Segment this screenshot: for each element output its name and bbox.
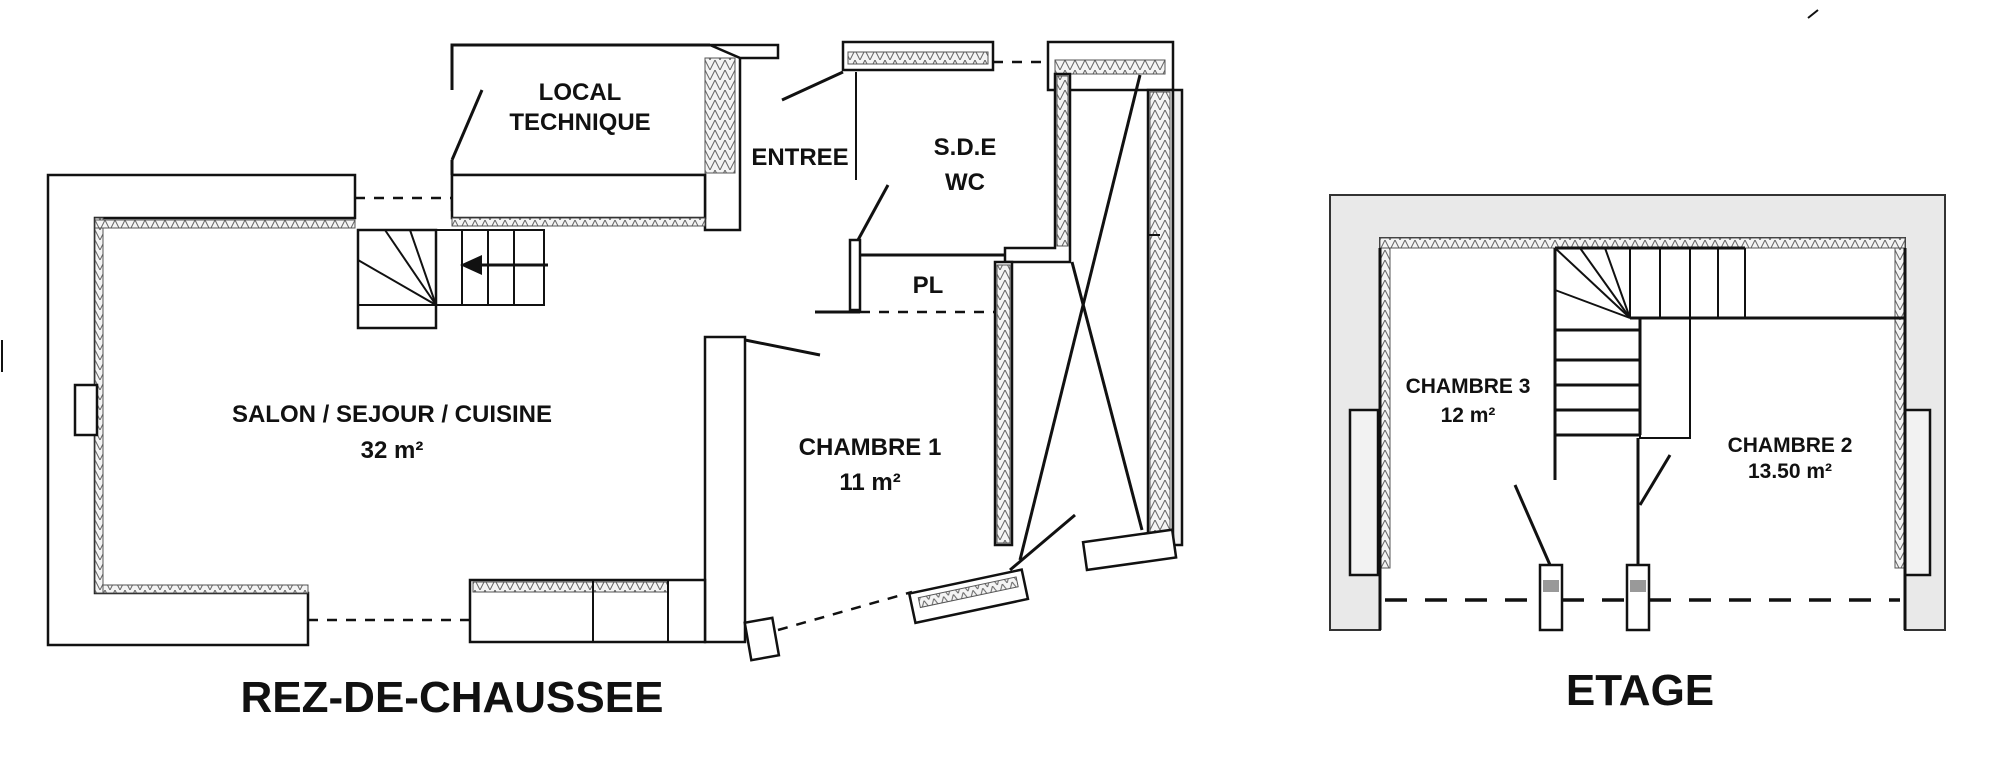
entrance-walls xyxy=(781,40,1048,180)
entree-label: ENTREE xyxy=(751,144,848,171)
chambre1-area-label: 11 m² xyxy=(839,469,900,496)
local-technique-label-1: LOCAL xyxy=(539,79,622,106)
chambre1-walls xyxy=(703,260,1076,662)
void-cross xyxy=(1018,74,1184,572)
chambre1-name-label: CHAMBRE 1 xyxy=(799,434,942,461)
salon-name-label: SALON / SEJOUR / CUISINE xyxy=(232,401,552,428)
chambre2-area-label: 13.50 m² xyxy=(1748,460,1832,483)
salon-area-label: 32 m² xyxy=(361,437,424,464)
chambre3-name-label: CHAMBRE 3 xyxy=(1406,375,1531,398)
upper-floor-title: ETAGE xyxy=(1566,666,1714,715)
salon-south-walls xyxy=(308,578,707,644)
upper-floor-plan: CHAMBRE 3 12 m² CHAMBRE 2 13.50 m² ETAGE xyxy=(1329,194,1946,715)
salon-exterior-wall xyxy=(46,173,357,647)
local-technique-walls xyxy=(450,43,780,232)
upper-staircase xyxy=(1553,246,1905,480)
chambre2-name-label: CHAMBRE 2 xyxy=(1728,434,1853,457)
arrow-left-icon xyxy=(460,255,548,275)
ground-floor-plan: LOCAL TECHNIQUE ENTREE S.D.E WC PL SALON… xyxy=(46,40,1184,722)
wc-label: WC xyxy=(945,169,985,196)
ground-floor-title: REZ-DE-CHAUSSEE xyxy=(241,673,664,722)
pl-label: PL xyxy=(913,272,944,299)
sde-wc-walls xyxy=(815,40,1175,314)
ground-staircase xyxy=(356,228,548,330)
chambre3-area-label: 12 m² xyxy=(1441,404,1496,427)
local-technique-label-2: TECHNIQUE xyxy=(509,109,650,136)
sde-label: S.D.E xyxy=(934,134,997,161)
